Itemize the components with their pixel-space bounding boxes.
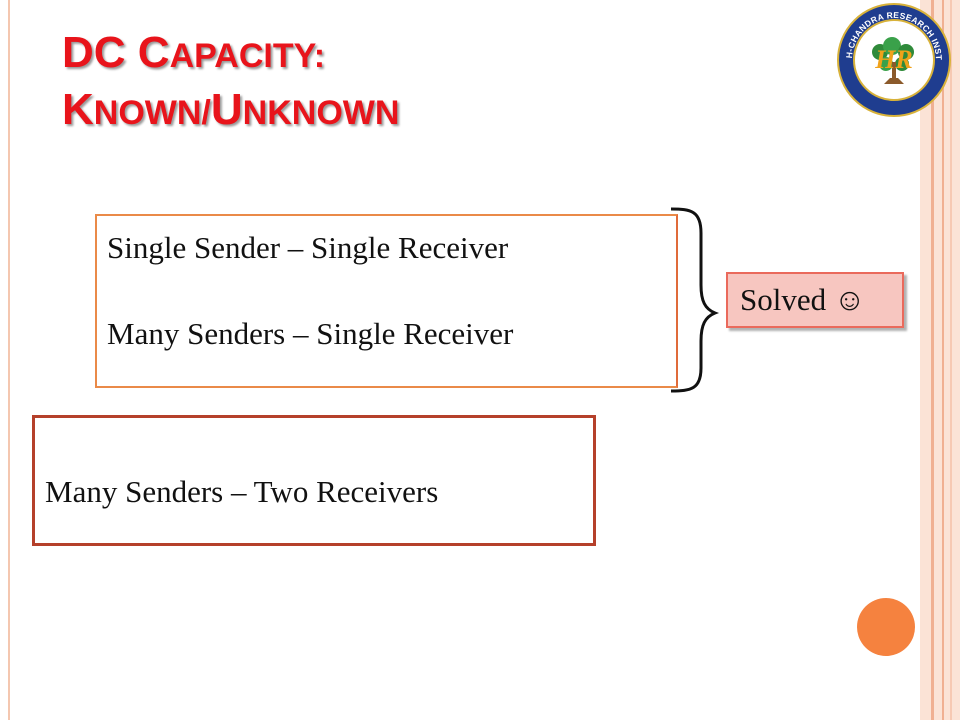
case-single-sender-single-receiver: Single Sender – Single Receiver <box>107 230 509 265</box>
logo-monogram: HR <box>874 45 913 74</box>
known-cases-box: Single Sender – Single Receiver Many Sen… <box>95 214 678 388</box>
solved-label: Solved ☺ <box>740 282 866 317</box>
title-smallcaps: NOWN/ <box>93 94 211 132</box>
title-smallcaps: NKNOWN <box>242 94 400 132</box>
case-many-senders-two-receivers: Many Senders – Two Receivers <box>45 474 439 509</box>
title-initial: U <box>210 85 243 134</box>
title-smallcaps: APACITY: <box>169 37 326 75</box>
right-curly-brace <box>670 207 720 393</box>
right-border-line <box>942 0 944 720</box>
left-border-rule <box>8 0 10 720</box>
right-border-line <box>950 0 952 720</box>
title-initial: DC C <box>62 28 170 77</box>
title-line-2: KNOWN/UNKNOWN <box>62 83 622 140</box>
institute-logo: HARISH-CHANDRA RESEARCH INSTITUTE ALLAHA… <box>836 2 951 117</box>
case-many-senders-single-receiver: Many Senders – Single Receiver <box>107 316 514 351</box>
right-border-strip <box>920 0 960 720</box>
unknown-case-box: Many Senders – Two Receivers <box>32 415 596 546</box>
right-border-line <box>931 0 934 720</box>
title-line-1: DC CAPACITY: <box>62 26 622 83</box>
solved-badge: Solved ☺ <box>726 272 904 328</box>
orange-circle-decoration <box>857 598 915 656</box>
tree-icon <box>872 37 914 84</box>
title-initial: K <box>62 85 94 134</box>
slide-title: DC CAPACITY: KNOWN/UNKNOWN <box>62 26 622 140</box>
